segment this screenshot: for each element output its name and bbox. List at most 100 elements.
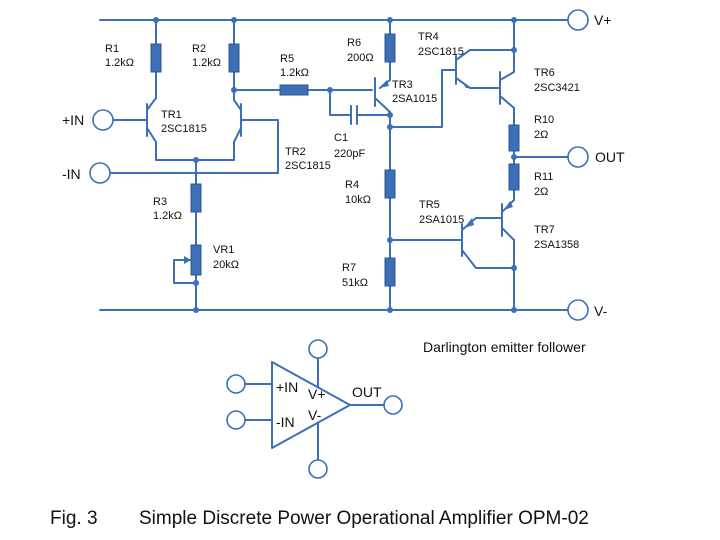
r7-ref: R7 (342, 262, 356, 274)
tr4-ref: TR4 (418, 31, 439, 43)
tr5-ref: TR5 (419, 199, 440, 211)
symbol-vplus-terminal (308, 339, 328, 359)
tr3-collector (374, 97, 391, 113)
junction (511, 17, 517, 23)
symbol-inminus-terminal (226, 410, 246, 430)
r4-value: 10kΩ (345, 194, 371, 206)
tr4-type: 2SC1815 (418, 46, 464, 58)
junction (511, 47, 517, 53)
tr6-emitter-arrow (506, 100, 514, 108)
out-label: OUT (595, 149, 625, 165)
vminus-terminal (567, 299, 589, 321)
vplus-label: V+ (594, 12, 612, 28)
tr1-emitter (146, 127, 157, 143)
r3-value: 1.2kΩ (153, 210, 182, 222)
r4-ref: R4 (345, 179, 359, 191)
tr2-ref: TR2 (285, 146, 306, 158)
r1-ref: R1 (105, 43, 119, 55)
r11-ref: R11 (534, 171, 553, 183)
vr1-value: 20kΩ (213, 259, 239, 271)
tr3-type: 2SA1015 (392, 93, 437, 105)
junction (387, 124, 393, 130)
junction (387, 112, 393, 118)
symbol-inminus-label: -IN (276, 414, 295, 430)
junction (153, 17, 159, 23)
tr1-ref: TR1 (161, 109, 182, 121)
r10-ref: R10 (534, 114, 554, 126)
symbol-inplus-label: +IN (276, 379, 298, 395)
junction (511, 307, 517, 313)
tr2-base-wire (109, 119, 279, 174)
r3-resistor (190, 183, 202, 213)
tr2-type: 2SC1815 (285, 160, 331, 172)
r6-resistor (384, 33, 396, 63)
junction (193, 157, 199, 163)
symbol-out-label: OUT (352, 384, 382, 400)
r5-value: 1.2kΩ (280, 67, 309, 79)
symbol-vplus-label: V+ (308, 386, 326, 402)
junction (193, 280, 199, 286)
tr2-emitter (233, 127, 242, 143)
r10-value: 2Ω (534, 129, 548, 141)
inminus-terminal (89, 162, 111, 184)
out-terminal (567, 146, 589, 168)
tr3-emitter-arrow (379, 80, 389, 88)
r1-value: 1.2kΩ (105, 57, 134, 69)
tr5-emitter-arrow (464, 218, 474, 228)
r6-value: 200Ω (347, 52, 374, 64)
tr1-emitter-wire (155, 141, 197, 161)
vr1-wiper-arrow (184, 256, 191, 264)
junction (511, 265, 517, 271)
r7-resistor (384, 257, 396, 287)
tr4-emitter-arrow (462, 82, 470, 88)
tr6-ref: TR6 (534, 67, 555, 79)
r10-resistor (508, 124, 520, 152)
r2-value: 1.2kΩ (192, 57, 221, 69)
vplus-terminal (567, 9, 589, 31)
vr1-wiper-wire (173, 259, 197, 284)
drive-wire (389, 69, 457, 128)
darlington-annotation: Darlington emitter follower (423, 339, 586, 355)
tr7-emitter-arrow (504, 201, 513, 210)
r11-resistor (508, 163, 520, 191)
r1-resistor (150, 43, 162, 73)
symbol-out-terminal (383, 395, 403, 415)
tr4-collector (455, 49, 515, 61)
tr7-ref: TR7 (534, 224, 555, 236)
figure-number: Fig. 3 (50, 508, 98, 529)
symbol-vminus-label: V- (308, 407, 322, 423)
c1-wire-left (329, 89, 352, 116)
r4-resistor (384, 169, 396, 199)
tr1-collector (146, 97, 157, 111)
r2-resistor (228, 43, 240, 73)
symbol-inplus-terminal (226, 374, 246, 394)
tr5-collector (461, 249, 515, 269)
junction (387, 17, 393, 23)
inplus-label: +IN (62, 112, 84, 128)
vminus-label: V- (594, 303, 608, 319)
c1-ref: C1 (334, 132, 348, 144)
vr1-ref: VR1 (213, 244, 234, 256)
r7-value: 51kΩ (342, 277, 368, 289)
tr3-ref: TR3 (392, 79, 413, 91)
junction (193, 307, 199, 313)
tr6-collector (499, 71, 515, 81)
symbol-vminus-terminal (308, 459, 328, 479)
figure-title: Simple Discrete Power Operational Amplif… (139, 508, 589, 529)
tr1-type: 2SC1815 (161, 123, 207, 135)
c1-value: 220pF (334, 148, 365, 160)
tr2-emitter-wire (195, 141, 235, 161)
r2-ref: R2 (192, 43, 206, 55)
tr4-emitter (455, 77, 501, 89)
r11-value: 2Ω (534, 186, 548, 198)
tr6-type: 2SC3421 (534, 82, 580, 94)
tr7-collector (501, 227, 515, 241)
r5-ref: R5 (280, 53, 294, 65)
junction (511, 154, 517, 160)
tr5-type: 2SA1015 (419, 214, 464, 226)
r3-ref: R3 (153, 196, 167, 208)
junction (231, 17, 237, 23)
r5-resistor (279, 84, 309, 96)
tr2-collector-wire (233, 89, 242, 111)
